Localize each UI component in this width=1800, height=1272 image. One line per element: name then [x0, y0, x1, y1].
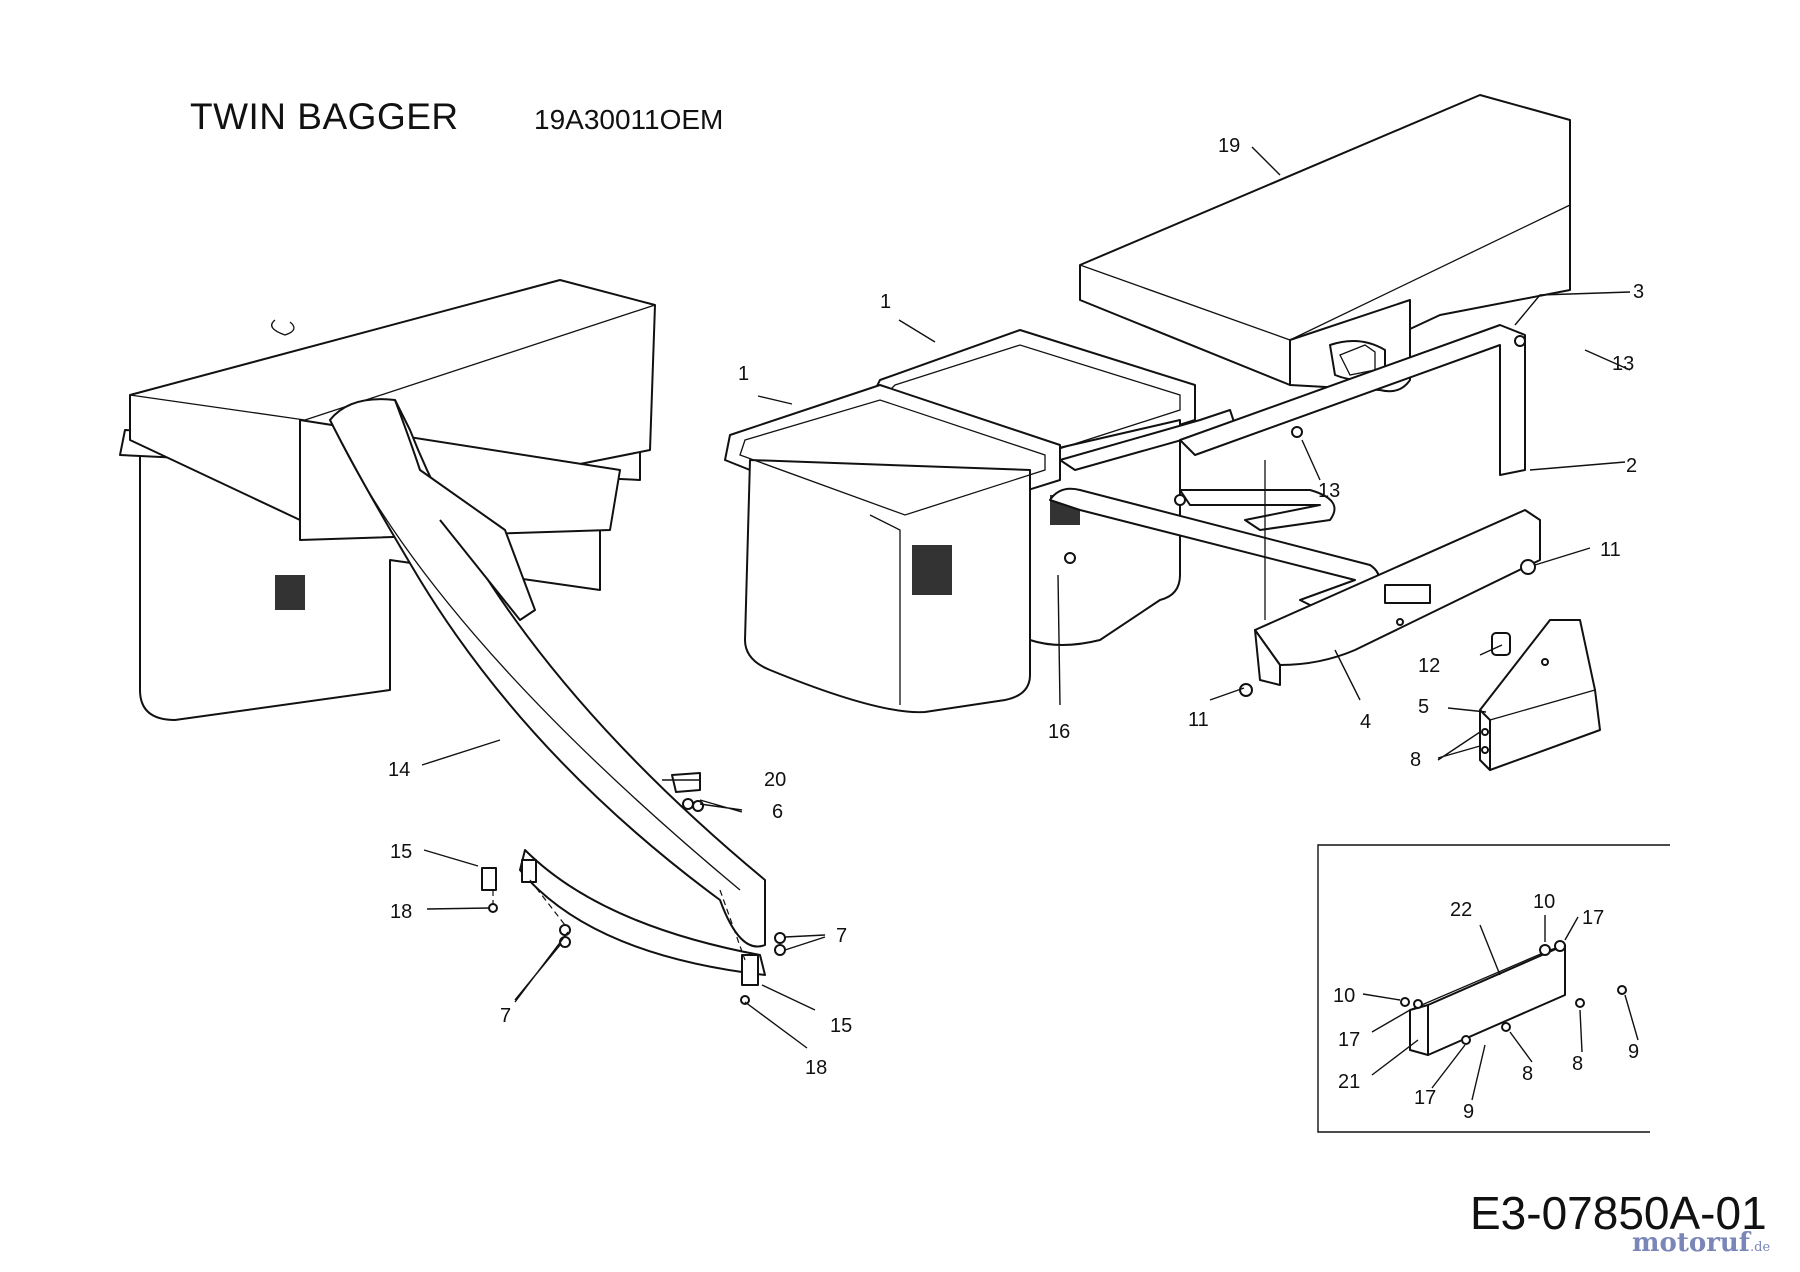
callout-20: 20: [764, 769, 786, 791]
callout-13: 13: [1318, 480, 1340, 502]
callout-3: 3: [1633, 281, 1644, 303]
callout-18: 18: [390, 901, 412, 923]
callout-19: 19: [1218, 135, 1240, 157]
callout-10: 10: [1533, 891, 1555, 913]
callout-12: 12: [1418, 655, 1440, 677]
leader-lines: [421, 146, 1639, 1101]
callout-18: 18: [805, 1057, 827, 1079]
callout-1: 1: [738, 363, 749, 385]
callout-7: 7: [500, 1005, 511, 1027]
callout-8: 8: [1522, 1063, 1533, 1085]
model-number: 19A30011OEM: [534, 104, 724, 135]
callout-4: 4: [1360, 711, 1371, 733]
callout-15: 15: [830, 1015, 852, 1037]
callout-11: 11: [1600, 539, 1621, 561]
callout-5: 5: [1418, 696, 1429, 718]
chute: [329, 398, 766, 976]
callout-7: 7: [836, 925, 847, 947]
chute-hardware: [481, 772, 786, 1005]
callout-10: 10: [1333, 985, 1355, 1007]
callout-17: 17: [1582, 907, 1604, 929]
callout-6: 6: [772, 801, 783, 823]
callout-15: 15: [390, 841, 412, 863]
callout-22: 22: [1450, 899, 1472, 921]
callout-numbers: 1 1 2 3 4 5 6 7 7 8 8 8 9 9 10 10 11 11 …: [388, 135, 1644, 1123]
watermark-text: motoruf: [1632, 1228, 1750, 1258]
callout-8: 8: [1410, 749, 1421, 771]
support-frame: [1049, 324, 1541, 686]
callout-14: 14: [388, 759, 410, 781]
callout-9: 9: [1628, 1041, 1639, 1063]
callout-16: 16: [1048, 721, 1070, 743]
callout-1: 1: [880, 291, 891, 313]
callout-21: 21: [1338, 1071, 1360, 1093]
callout-17: 17: [1338, 1029, 1360, 1051]
callout-8: 8: [1572, 1053, 1583, 1075]
basket-front: [724, 384, 1080, 714]
callout-17: 17: [1414, 1087, 1436, 1109]
inset-detail: [1317, 844, 1670, 1133]
callout-9: 9: [1463, 1101, 1474, 1123]
watermark-logo: motoruf.de: [1632, 1228, 1770, 1258]
callout-11: 11: [1188, 709, 1209, 731]
callout-2: 2: [1626, 455, 1637, 477]
watermark-tld: .de: [1750, 1240, 1771, 1255]
callout-13: 13: [1612, 353, 1634, 375]
side-bracket: [1064, 335, 1601, 771]
document-id: E3-07850A-01: [1470, 1187, 1767, 1239]
diagram-title: TWIN BAGGER: [190, 96, 459, 137]
basket-rear: [869, 329, 1196, 646]
